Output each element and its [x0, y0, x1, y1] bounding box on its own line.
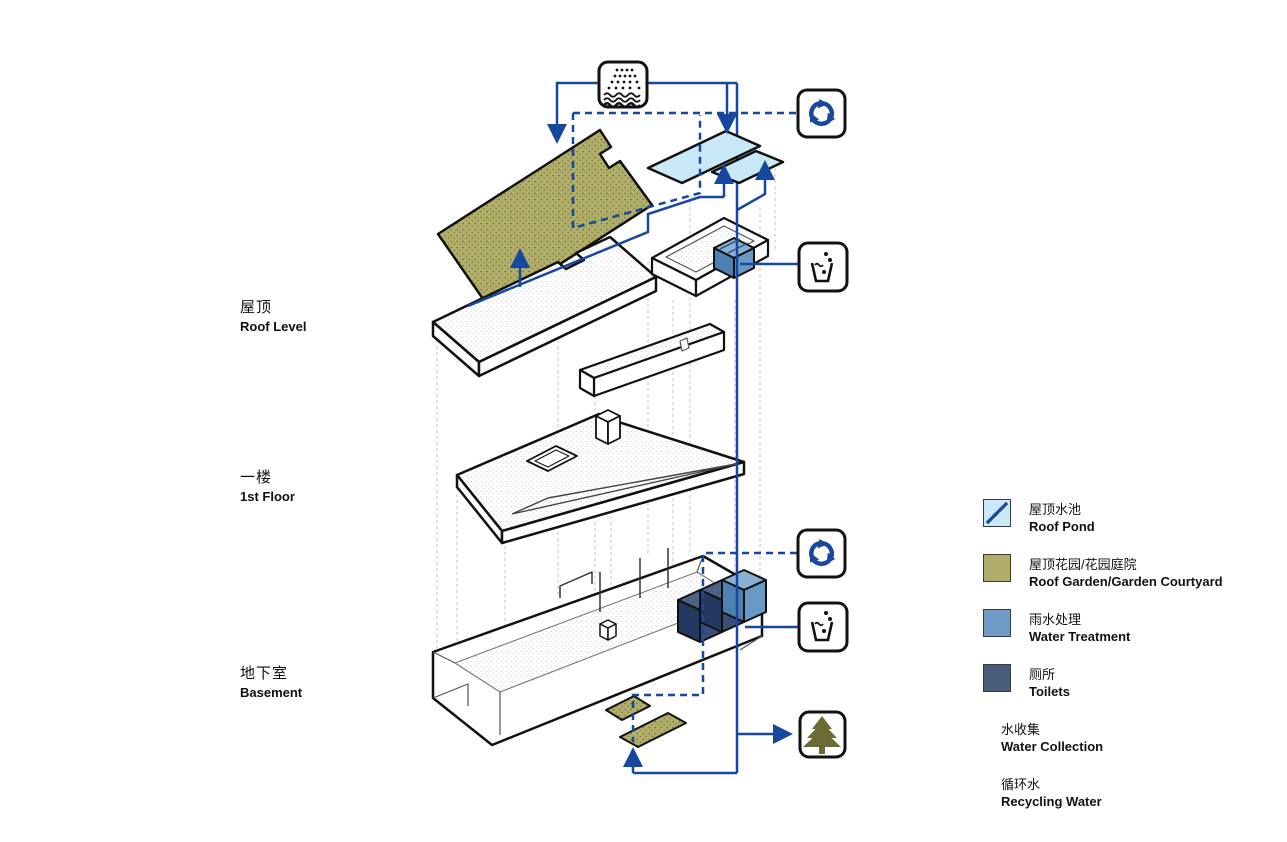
legend-water-collection-en: Water Collection	[1001, 739, 1104, 754]
level-label-roof-zh: 屋顶	[240, 299, 273, 316]
level-label-first-floor-en: 1st Floor	[240, 489, 295, 504]
level-label-basement-en: Basement	[240, 685, 303, 700]
rain-shower-pond-icon	[597, 60, 649, 109]
legend-roof-garden-zh: 屋顶花园/花园庭院	[1029, 557, 1137, 572]
roof-water-treatment-box	[713, 237, 755, 279]
legend-roof-garden-en: Roof Garden/Garden Courtyard	[1029, 574, 1223, 589]
level-label-roof-en: Roof Level	[240, 319, 307, 334]
recycle-icon-basement	[796, 528, 847, 579]
basement-volume	[431, 548, 764, 747]
roof-slab	[431, 235, 658, 378]
legend-item-recycling-water: 循环水 Recycling Water	[983, 501, 1223, 809]
legend-item-toilets: 厕所 Toilets	[983, 664, 1223, 699]
level-label-first-floor-zh: 一楼	[240, 469, 273, 486]
recycling-water-lines	[571, 111, 797, 742]
legend-roof-pond-zh: 屋顶水池	[1029, 502, 1082, 517]
tree-irrigation-icon	[798, 710, 847, 759]
garden-courtyard-pieces	[605, 695, 687, 748]
legend: 屋顶水池 Roof Pond 屋顶花园/花园庭院 Roof Garden/Gar…	[983, 499, 1223, 829]
legend-recycling-water-en: Recycling Water	[1001, 794, 1102, 809]
legend-toilets-zh: 厕所	[1029, 667, 1056, 682]
legend-item-water-treatment: 雨水处理 Water Treatment	[983, 609, 1223, 644]
level-label-basement-zh: 地下室	[240, 665, 289, 682]
level-label-basement: 地下室 Basement	[240, 662, 302, 700]
legend-item-roof-pond: 屋顶水池 Roof Pond	[983, 499, 1223, 534]
legend-item-roof-garden: 屋顶花园/花园庭院 Roof Garden/Garden Courtyard	[983, 554, 1223, 589]
level-label-roof: 屋顶 Roof Level	[240, 296, 306, 334]
first-floor-plate	[455, 409, 746, 545]
toilets-swatch	[983, 664, 1011, 692]
legend-toilets-en: Toilets	[1029, 684, 1070, 699]
water-collection-lines	[467, 81, 798, 775]
basement-small-box	[599, 619, 617, 641]
dashed-line-icon	[985, 501, 1009, 525]
legend-water-collection-zh: 水收集	[1001, 722, 1041, 737]
recycle-icon-top	[796, 88, 847, 139]
water-glass-icon-roof	[797, 241, 849, 293]
legend-water-treatment-zh: 雨水处理	[1029, 612, 1082, 627]
basement-water-treatment-box	[721, 569, 767, 623]
roof-bar-element	[578, 322, 726, 398]
water-glass-icon-basement	[797, 601, 849, 653]
first-floor-tower	[595, 409, 621, 445]
water-treatment-swatch	[983, 609, 1011, 637]
legend-item-water-collection: 水收集 Water Collection	[983, 501, 1223, 754]
roof-garden-shape	[436, 128, 654, 311]
level-label-first-floor: 一楼 1st Floor	[240, 466, 295, 504]
legend-water-treatment-en: Water Treatment	[1029, 629, 1131, 644]
legend-roof-pond-en: Roof Pond	[1029, 519, 1095, 534]
roof-garden-swatch	[983, 554, 1011, 582]
legend-recycling-water-zh: 循环水	[1001, 777, 1041, 792]
roof-pond-shape	[646, 129, 785, 185]
